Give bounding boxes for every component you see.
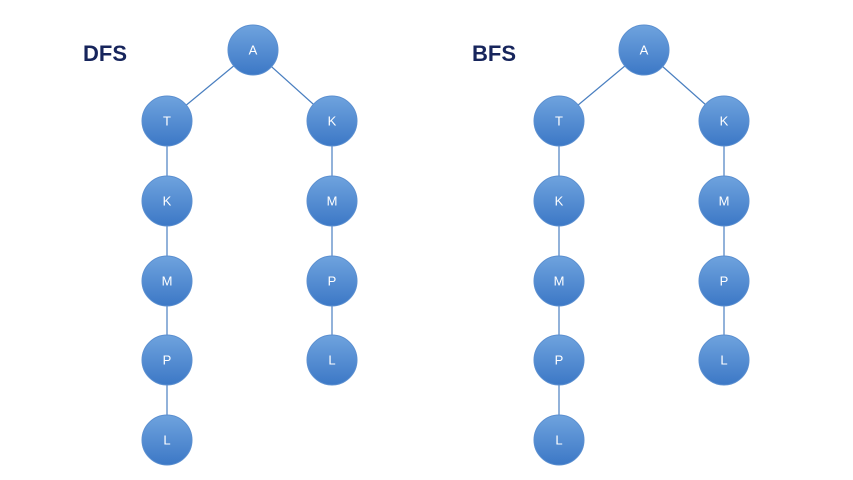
bfs-node-branch-0-3-label: P (555, 353, 564, 368)
dfs-node-branch-1-3: L (306, 334, 358, 386)
bfs-node-branch-0-2: M (533, 255, 585, 307)
dfs-node-branch-0-4: L (141, 414, 193, 466)
dfs-node-branch-0-2: M (141, 255, 193, 307)
bfs-node-root-label: A (640, 43, 649, 58)
bfs-node-branch-0-3-circle (533, 334, 585, 386)
bfs-node-branch-0-4-label: L (555, 433, 562, 448)
edges-layer (166, 49, 725, 440)
dfs-node-branch-0-0-label: T (163, 114, 171, 129)
dfs-node-branch-0-1-label: K (163, 194, 172, 209)
dfs-node-branch-1-0: K (306, 95, 358, 147)
dfs-node-branch-1-0-circle (306, 95, 358, 147)
bfs-node-branch-0-2-circle (533, 255, 585, 307)
bfs-node-branch-1-3-circle (698, 334, 750, 386)
bfs-node-branch-0-1-circle (533, 175, 585, 227)
dfs-node-branch-0-4-label: L (163, 433, 170, 448)
bfs-node-branch-1-0-label: K (720, 114, 729, 129)
dfs-node-branch-0-4-circle (141, 414, 193, 466)
dfs-node-root: A (227, 24, 279, 76)
bfs-node-branch-0-2-label: M (554, 274, 565, 289)
bfs-node-root: A (618, 24, 670, 76)
dfs-node-branch-0-2-circle (141, 255, 193, 307)
bfs-node-branch-1-1: M (698, 175, 750, 227)
bfs-node-branch-0-0-circle (533, 95, 585, 147)
dfs-node-root-circle (227, 24, 279, 76)
dfs-node-branch-1-3-label: L (328, 353, 335, 368)
bfs-node-branch-1-3: L (698, 334, 750, 386)
bfs-node-branch-1-0-circle (698, 95, 750, 147)
dfs-node-branch-0-3: P (141, 334, 193, 386)
bfs-node-branch-1-1-circle (698, 175, 750, 227)
bfs-node-branch-0-4-circle (533, 414, 585, 466)
bfs-title: BFS (472, 41, 516, 66)
bfs-node-branch-0-4: L (533, 414, 585, 466)
dfs-title: DFS (83, 41, 127, 66)
bfs-node-branch-1-2-circle (698, 255, 750, 307)
dfs-node-branch-0-3-circle (141, 334, 193, 386)
bfs-node-branch-1-2-label: P (720, 274, 729, 289)
dfs-node-branch-1-2-label: P (328, 274, 337, 289)
dfs-node-branch-1-0-label: K (328, 114, 337, 129)
dfs-node-branch-0-1-circle (141, 175, 193, 227)
dfs-node-branch-1-1: M (306, 175, 358, 227)
dfs-node-branch-1-3-circle (306, 334, 358, 386)
bfs-node-branch-1-3-label: L (720, 353, 727, 368)
dfs-node-branch-1-1-label: M (327, 194, 338, 209)
bfs-node-root-circle (618, 24, 670, 76)
dfs-node-branch-1-1-circle (306, 175, 358, 227)
nodes-layer: A T K M P L K M P L A T K M P L K M P L (141, 24, 750, 466)
dfs-node-branch-1-2-circle (306, 255, 358, 307)
dfs-node-branch-1-2: P (306, 255, 358, 307)
bfs-node-branch-1-0: K (698, 95, 750, 147)
bfs-node-branch-1-1-label: M (719, 194, 730, 209)
dfs-node-root-label: A (249, 43, 258, 58)
bfs-node-branch-0-0: T (533, 95, 585, 147)
dfs-node-branch-0-2-label: M (162, 274, 173, 289)
dfs-node-branch-0-3-label: P (163, 353, 172, 368)
bfs-node-branch-0-0-label: T (555, 114, 563, 129)
bfs-node-branch-1-2: P (698, 255, 750, 307)
dfs-node-branch-0-1: K (141, 175, 193, 227)
bfs-node-branch-0-1: K (533, 175, 585, 227)
dfs-node-branch-0-0: T (141, 95, 193, 147)
bfs-node-branch-0-1-label: K (555, 194, 564, 209)
dfs-node-branch-0-0-circle (141, 95, 193, 147)
bfs-node-branch-0-3: P (533, 334, 585, 386)
